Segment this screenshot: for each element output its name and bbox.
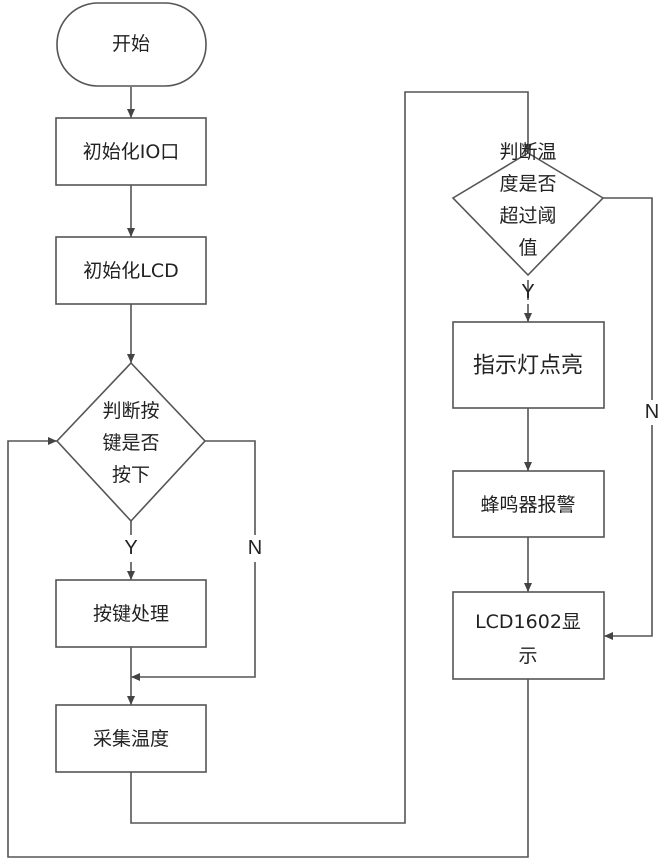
init-lcd-box: 初始化LCD	[55, 236, 207, 305]
indicator-on-box: 指示灯点亮	[452, 321, 605, 409]
indicator-on-label: 指示灯点亮	[473, 354, 583, 379]
start-terminator: 开始	[56, 2, 207, 87]
key-decision-line-3: 按下	[112, 464, 150, 486]
init-io-label: 初始化IO口	[83, 141, 180, 163]
key-decision-line-2: 键是否	[102, 432, 159, 454]
temp-no-label: N	[645, 401, 659, 423]
key-yes-label: Y	[124, 537, 137, 559]
buzzer-alarm-box: 蜂鸣器报警	[452, 470, 605, 538]
temp-decision-diamond: 判断温 度是否 超过阈 值	[451, 141, 605, 277]
lcd-display-line-2: 示	[518, 645, 537, 667]
key-decision-line-1: 判断按	[102, 400, 159, 422]
key-decision-diamond: 判断按 键是否 按下	[55, 361, 207, 523]
collect-temp-box: 采集温度	[55, 704, 207, 773]
collect-temp-label: 采集温度	[93, 728, 169, 750]
key-process-label: 按键处理	[93, 603, 169, 625]
arrow-loop-back	[7, 437, 529, 858]
lcd-display-line-1: LCD1602显	[475, 611, 581, 633]
temp-decision-line-1: 判断温	[499, 141, 556, 163]
arrow-temp-no	[603, 197, 653, 636]
init-lcd-label: 初始化LCD	[83, 260, 178, 282]
lcd-display-box: LCD1602显 示	[452, 591, 605, 680]
buzzer-alarm-label: 蜂鸣器报警	[480, 494, 575, 516]
init-io-box: 初始化IO口	[55, 117, 207, 186]
temp-decision-line-2: 度是否	[499, 173, 556, 195]
temp-decision-line-3: 超过阈	[499, 205, 556, 227]
temp-decision-line-4: 值	[518, 237, 537, 259]
connectors	[7, 87, 653, 858]
arrow-collect-to-temp-decision	[130, 91, 532, 824]
arrow-key-no	[131, 440, 256, 677]
key-no-label: N	[248, 537, 262, 559]
start-label: 开始	[112, 33, 150, 55]
key-process-box: 按键处理	[55, 579, 207, 648]
temp-yes-label: Y	[521, 281, 534, 303]
